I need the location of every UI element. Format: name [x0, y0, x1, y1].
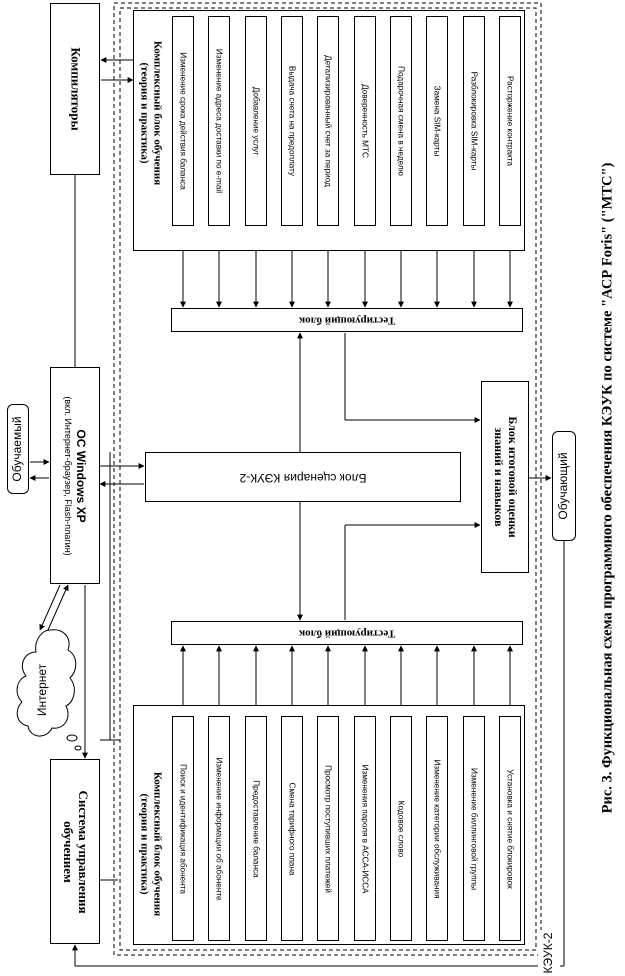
internet-label: Интернет [35, 663, 49, 717]
complex-bottom-item-label: Поиск и идентификация абонента [178, 763, 188, 894]
lms-box: Система управления обучением [50, 759, 100, 944]
learner-label: Обучаемый [10, 416, 25, 482]
complex-top-item: Доверенность МТС [354, 16, 376, 226]
caption-prefix: Рис. 3. [599, 771, 616, 814]
lms-line1: Система управления [75, 790, 91, 913]
complex-top-item: Изменение адреса доставки по e-mail [208, 16, 230, 226]
lms-label: Система управления обучением [60, 790, 91, 913]
arrow-os-to-internet [39, 584, 61, 631]
complex-bottom-item: Просмотр поступивших платежей [317, 716, 339, 941]
kezuk-label-box: КЭУК-2 [538, 930, 560, 976]
complex-bottom-item: Поиск и идентификация абонента [172, 716, 194, 941]
teacher-box: Обучающий [552, 431, 576, 541]
complex-top-item-label: Разблокировка SIM-карты [469, 71, 479, 171]
complex-bottom-item-label: Предоставление баланса [251, 779, 261, 878]
arrow-internet-to-os [47, 584, 69, 631]
complex-bottom-title-line2: (теория и практика) [139, 793, 151, 895]
os-subtitle: (вкл. Интернет-браузер, Flash-плагин) [63, 395, 74, 556]
complex-top-item-label: Изменение срока действия баланса [178, 52, 188, 190]
complex-top-item-label: Замена SIM-карты [432, 85, 442, 157]
teacher-label: Обучающий [556, 452, 571, 520]
complex-bottom-item-label: Изменение категории обслуживания [432, 758, 442, 899]
caption-text: Функциональная схема программного обеспе… [599, 162, 616, 768]
complex-bottom-item: Изменения пароля в АССА-ИССА [354, 716, 376, 941]
complex-top-title-line2: (теория и практика) [139, 62, 151, 164]
testing-top-label: Тестирующий блок [298, 314, 396, 327]
complex-bottom-item: Предоставление баланса [245, 716, 267, 941]
testing-block-top: Тестирующий блок [171, 308, 523, 332]
testing-bottom-label: Тестирующий блок [298, 627, 396, 640]
complex-top-item-label: Добавление услуг [251, 86, 261, 156]
complex-bottom-item-label: Кодовое слово [396, 800, 406, 857]
complex-bottom-item: Изменение категории обслуживания [426, 716, 448, 941]
complex-top-title: Комплексный блок обучения (теория и прак… [136, 13, 166, 213]
scenario-block: Блок сценария КЭУК-2 [145, 452, 461, 502]
complex-top-item: Добавление услуг [245, 16, 267, 226]
final-assessment-label: Блок итоговой оценки знаний и навыков [491, 416, 520, 538]
complex-bottom-item-label: Установка и снятие блокировок [505, 768, 515, 889]
os-title: ОС Windows XP [74, 428, 89, 523]
complex-top-item: Подарочная смена в неделю [390, 16, 412, 226]
lms-line2: обучением [61, 820, 76, 883]
complex-bottom-title-line1: Комплексный блок обучения [151, 771, 164, 917]
complex-bottom-item: Кодовое слово [390, 716, 412, 941]
scenario-label: Блок сценария КЭУК-2 [239, 470, 367, 485]
final-line2: знаний и навыков [492, 427, 506, 527]
final-line1: Блок итоговой оценки [505, 416, 520, 538]
testing-block-bottom: Тестирующий блок [171, 621, 523, 645]
os-text: ОС Windows XP (вкл. Интернет-браузер, Fl… [63, 395, 89, 556]
complex-top-item-label: Выдача счета на предоплату [287, 65, 297, 177]
complex-bottom-item: Установка и снятие блокировок [499, 716, 521, 941]
complex-bottom-title: Комплексный блок обучения (теория и прак… [136, 744, 166, 944]
complex-top-title-line1: Комплексный блок обучения [151, 40, 164, 186]
complex-top-item: Выдача счета на предоплату [281, 16, 303, 226]
complex-top-item-label: Доверенность МТС [360, 84, 370, 158]
complex-top-item: Замена SIM-карты [426, 16, 448, 226]
complex-top-item: Разблокировка SIM-карты [463, 16, 485, 226]
complex-top-item: Детализированный счет за период [317, 16, 339, 226]
complex-bottom-item-label: Изменение информации об абоненте [214, 756, 224, 901]
complex-bottom-item: Изменение биллинговой группы [463, 716, 485, 941]
complex-top-item: Расторжение контракта [499, 16, 521, 226]
complex-top-item-label: Расторжение контракта [505, 75, 515, 167]
os-box: ОС Windows XP (вкл. Интернет-браузер, Fl… [50, 367, 100, 584]
complex-top-item-label: Детализированный счет за период [323, 55, 333, 187]
learner-box: Обучаемый [7, 404, 29, 494]
complex-bottom-item-label: Изменения пароля в АССА-ИССА [360, 764, 370, 893]
compilers-label: Компиляторы [68, 47, 84, 131]
complex-bottom-item: Смена тарифного плана [281, 716, 303, 941]
compilers-box: Компиляторы [50, 3, 100, 175]
figure-caption: Рис. 3. Функциональная схема программног… [600, 163, 617, 814]
complex-top-item-label: Изменение адреса доставки по e-mail [214, 48, 224, 194]
complex-bottom-item-label: Изменение биллинговой группы [469, 767, 479, 890]
internet-cloud-icon [16, 629, 82, 751]
kezuk-label: КЭУК-2 [541, 932, 556, 974]
complex-bottom-item: Изменение информации об абоненте [208, 716, 230, 941]
complex-top-item-label: Подарочная смена в неделю [396, 66, 406, 176]
complex-bottom-item-label: Смена тарифного плана [287, 781, 297, 876]
complex-bottom-item-label: Просмотр поступивших платежей [323, 764, 333, 893]
complex-top-item: Изменение срока действия баланса [172, 16, 194, 226]
final-assessment-block: Блок итоговой оценки знаний и навыков [481, 381, 529, 573]
